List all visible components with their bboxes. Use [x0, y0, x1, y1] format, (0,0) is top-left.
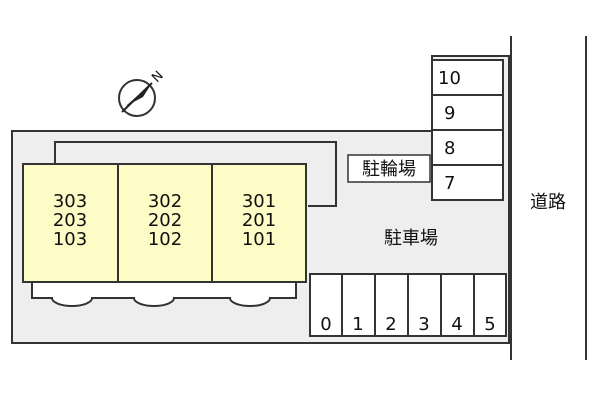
parking-space-number: 2	[385, 314, 396, 335]
parking-space-number: 7	[444, 173, 455, 194]
unit-label: 303	[53, 191, 87, 212]
north-arrow-icon: N	[118, 68, 167, 117]
parking-space	[431, 59, 504, 96]
parking-space-number: 1	[352, 314, 363, 335]
unit-label: 201	[242, 210, 276, 231]
parking-space-number: 10	[438, 68, 461, 89]
bike-parking-box	[347, 154, 431, 183]
road-label: 道路	[530, 192, 566, 213]
parking-space	[431, 164, 504, 201]
building-block-2	[117, 163, 213, 283]
parking-space-number: 8	[444, 138, 455, 159]
parking-space	[341, 273, 376, 337]
unit-label: 103	[53, 229, 87, 250]
unit-label: 302	[148, 191, 182, 212]
parking-space-number: 5	[484, 314, 495, 335]
car-parking-label: 駐車場	[384, 228, 438, 249]
unit-label: 203	[53, 210, 87, 231]
balcony-strip	[31, 282, 297, 307]
parking-space-number: 4	[451, 314, 462, 335]
building-block-1	[22, 163, 119, 283]
parking-space	[431, 129, 504, 166]
parking-space-number: 0	[320, 314, 331, 335]
parking-space-number: 3	[418, 314, 429, 335]
parking-space	[431, 94, 504, 131]
parking-row-bottom: 0 1 2 3 4 5	[309, 273, 507, 337]
unit-label: 202	[148, 210, 182, 231]
bike-parking-label: 駐輪場	[362, 159, 416, 180]
unit-label: 102	[148, 229, 182, 250]
unit-label: 101	[242, 229, 276, 250]
parking-space-number: 9	[444, 103, 455, 124]
parking-space	[473, 273, 507, 337]
unit-label: 301	[242, 191, 276, 212]
building-walkway	[54, 141, 337, 207]
building-block-3	[211, 163, 307, 283]
parking-column-top: 10 9 8 7	[431, 59, 504, 201]
